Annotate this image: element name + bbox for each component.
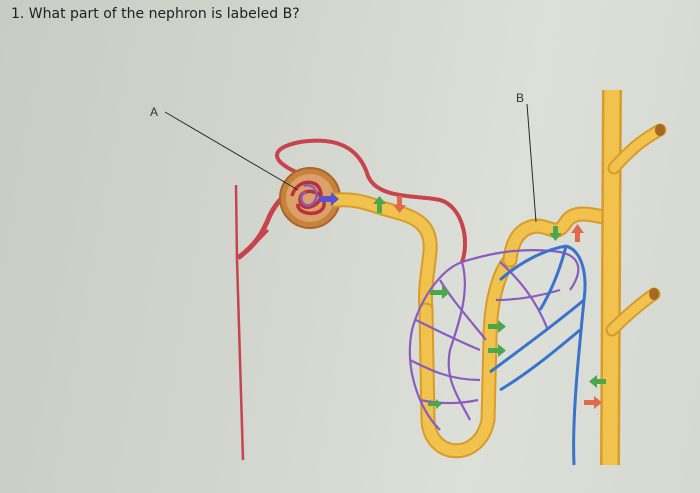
green-arrow-icon <box>430 286 450 299</box>
blue-arrow-icon <box>319 192 339 206</box>
green-arrow-icon <box>373 196 386 213</box>
glomerulus <box>290 180 326 216</box>
green-arrow-icon <box>488 320 506 333</box>
afferent-branch <box>239 228 270 258</box>
venules <box>489 244 587 466</box>
red-arrow-icon <box>571 224 584 242</box>
green-arrow-icon <box>428 399 442 409</box>
green-arrow-icon <box>589 375 606 388</box>
distal-tubule-outline <box>502 206 616 268</box>
green-arrow-icon <box>488 344 506 357</box>
green-arrow-icon <box>549 226 562 241</box>
question-text: 1. What part of the nephron is labeled B… <box>11 6 300 22</box>
interlobular-artery <box>234 184 245 461</box>
label-b-pointer <box>526 103 537 223</box>
label-b: B <box>516 91 525 105</box>
label-a-pointer <box>164 111 299 191</box>
label-a: A <box>150 105 159 119</box>
collecting-duct <box>602 89 620 466</box>
red-arrow-icon <box>584 396 602 409</box>
proximal-tubule <box>330 194 436 316</box>
peritubular-capillaries <box>408 249 580 431</box>
loop-of-henle <box>420 254 516 457</box>
efferent-arteriole <box>275 138 467 263</box>
red-arrow-icon <box>393 196 406 213</box>
